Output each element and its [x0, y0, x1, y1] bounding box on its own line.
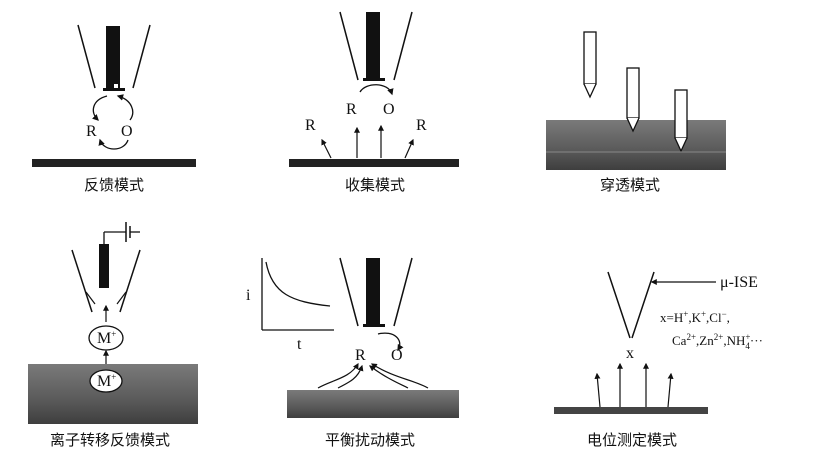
arrow-curve: [116, 94, 134, 121]
arrow: [321, 138, 332, 159]
species-r: R: [416, 117, 427, 134]
substrate: [287, 390, 459, 418]
caption: 平衡扰动模式: [325, 431, 415, 449]
arrow-curve: [369, 365, 409, 389]
arrow-curve: [359, 84, 394, 96]
caption: 收集模式: [345, 176, 405, 194]
ion-label: M+: [97, 329, 116, 347]
probe: [583, 31, 597, 99]
species-r: R: [355, 347, 366, 364]
ion-list-line1: x=H+,K+,Cl−,: [660, 309, 730, 325]
panel-ion-transfer: M+ M+ 离子转移反馈模式: [28, 222, 198, 449]
axis-label-y: i: [246, 287, 251, 304]
probe-label: μ-ISE: [720, 274, 758, 291]
probe: [674, 89, 688, 153]
species-r: R: [305, 117, 316, 134]
ground-symbol: [103, 222, 140, 244]
arrow-curve: [377, 332, 404, 352]
microelectrode-tip: [339, 11, 413, 81]
substrate: [32, 159, 196, 167]
arrow: [667, 372, 674, 408]
species-r: R: [86, 123, 97, 140]
panel-potentiometric: μ-ISE x=H+,K+,Cl−, Ca2+,Zn2+,NH+4··· x 电…: [554, 271, 763, 449]
arrow: [404, 138, 414, 159]
species-o: O: [121, 123, 133, 140]
axis-label-x: t: [297, 336, 302, 353]
ion-symbol-x: x: [626, 345, 634, 362]
caption: 反馈模式: [84, 176, 144, 194]
species-o: O: [383, 101, 395, 118]
caption: 穿透模式: [600, 176, 660, 194]
species-o: O: [391, 347, 403, 364]
caption: 电位测定模式: [587, 431, 677, 449]
panel-penetration: 穿透模式: [546, 31, 726, 194]
caption: 离子转移反馈模式: [50, 431, 170, 449]
panel-equilibrium: i t R O 平衡扰动模式: [246, 257, 459, 449]
arrow-curve: [317, 362, 359, 389]
arrow-curve: [92, 95, 108, 121]
ion-selective-microelectrode: [607, 271, 655, 339]
arrow-curve: [337, 364, 364, 389]
inset-plot: i t: [246, 258, 334, 353]
ion-bubble: [89, 369, 123, 393]
ion-label: M+: [97, 372, 116, 390]
decay-curve: [265, 261, 331, 307]
panel-collection: R O R R 收集模式: [289, 11, 459, 194]
substrate: [289, 159, 459, 167]
species-r: R: [346, 101, 357, 118]
micropipette-tip: [71, 244, 141, 313]
substrate: [554, 407, 708, 414]
probe: [626, 67, 640, 133]
microelectrode-tip: [77, 24, 151, 91]
panel-feedback: R O 反馈模式: [32, 24, 196, 194]
substrate: [546, 120, 726, 170]
arrow-curve: [98, 138, 129, 150]
microelectrode-tip: [339, 257, 413, 327]
ion-list-line2: Ca2+,Zn2+,NH+4···: [672, 332, 763, 351]
arrow: [594, 372, 601, 408]
arrow-curve: [370, 363, 429, 389]
